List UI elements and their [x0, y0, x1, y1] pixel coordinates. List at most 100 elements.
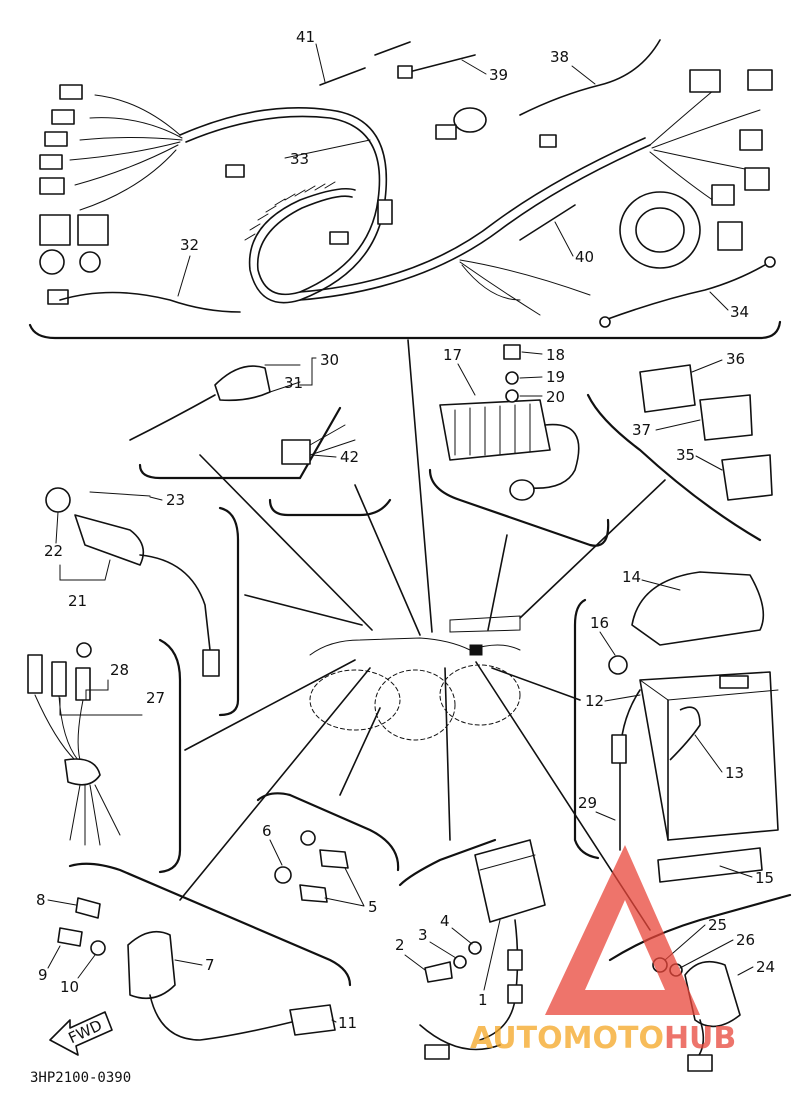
diagram-code: 3HP2100-0390: [30, 1070, 131, 1086]
callout-18: 18: [546, 346, 565, 364]
washer-19: [505, 371, 519, 385]
callout-31: 31: [284, 374, 303, 392]
breather-hose-29: [611, 734, 627, 764]
callout-21: 21: [68, 592, 87, 610]
connector-center: [225, 164, 245, 178]
callout-33: 33: [290, 150, 309, 168]
bulb-28: [76, 642, 92, 658]
callout-16: 16: [590, 614, 609, 632]
callout-42: 42: [340, 448, 359, 466]
screw-40: [519, 204, 576, 241]
cap-36: [639, 364, 696, 413]
damper-15: [657, 847, 763, 883]
callout-22: 22: [44, 542, 63, 560]
cap-22: [45, 487, 71, 513]
callout-11: 11: [338, 1014, 357, 1032]
callout-27: 27: [146, 689, 165, 707]
fuse-holder-31: [214, 365, 271, 402]
callout-32: 32: [180, 236, 199, 254]
cdi-unit-group: [398, 838, 546, 1060]
watermark-text-moto: MOTO: [563, 1021, 664, 1056]
top-section-frame: [28, 320, 782, 340]
battery-cable-13: [669, 706, 701, 761]
washer-6: [300, 830, 316, 846]
callout-4: 4: [440, 912, 450, 930]
washer-3: [453, 955, 467, 969]
callout-38: 38: [550, 48, 569, 66]
screw-39: [404, 54, 476, 74]
wire-23: [89, 491, 151, 497]
callout-3: 3: [418, 926, 428, 944]
bulb-socket-a: [27, 654, 43, 694]
wire-lead-38: [519, 39, 661, 116]
battery-cover-14: [631, 571, 765, 646]
callout-37: 37: [632, 421, 651, 439]
callout-28: 28: [110, 661, 129, 679]
terminal-caps-group: [586, 364, 773, 542]
callout-35: 35: [676, 446, 695, 464]
rectifier-regulator-group: [428, 344, 610, 547]
fwd-arrow-icon: [49, 1011, 113, 1056]
ignition-coil-group: [49, 862, 352, 1056]
cap-35: [721, 454, 773, 501]
callout-2: 2: [395, 936, 405, 954]
callout-23: 23: [166, 491, 185, 509]
watermark-text-auto: AUTO: [470, 1021, 563, 1056]
washer-20: [505, 389, 519, 403]
ignition-coil-7: [127, 930, 176, 1000]
bolt-8: [75, 897, 101, 919]
callout-29: 29: [578, 794, 597, 812]
callout-13: 13: [725, 764, 744, 782]
bolt-5b: [299, 884, 328, 903]
bolt-5a: [319, 849, 349, 869]
callout-39: 39: [489, 66, 508, 84]
watermark-text-hub: HUB: [664, 1021, 736, 1056]
svg-text:AUTOMOTOHUB: AUTOMOTOHUB: [470, 1021, 736, 1056]
relay-cylinder: [453, 107, 487, 133]
connector-42: [281, 439, 311, 465]
bulb-socket-group: [27, 638, 182, 874]
callout-14: 14: [622, 568, 641, 586]
main-harness-trunk: [179, 106, 388, 304]
bolt-18: [503, 344, 521, 360]
callout-8: 8: [36, 891, 46, 909]
grommet-16: [608, 655, 628, 675]
callout-41: 41: [296, 28, 315, 46]
watermark: AUTOMOTOHUB: [470, 845, 736, 1056]
washer-4: [468, 941, 482, 955]
wire-lead-32: [59, 291, 241, 313]
callout-25: 25: [708, 916, 727, 934]
mount-point-marker: [469, 644, 483, 656]
left-connector-cluster: [39, 84, 183, 305]
callout-7: 7: [205, 956, 215, 974]
bolts-5-6-group: [256, 792, 400, 903]
neutral-switch-group: [45, 487, 240, 717]
callout-24: 24: [756, 958, 775, 976]
ground-lead-34: [604, 261, 771, 321]
callout-26: 26: [736, 931, 755, 949]
cap-37: [699, 394, 753, 441]
callout-labels: 41 39 38 33 32 40 34 30 31 42 17 18 19 2…: [30, 28, 775, 1086]
battery-group: [573, 571, 779, 883]
callout-19: 19: [546, 368, 565, 386]
callout-9: 9: [38, 966, 48, 984]
terminal-plate: [719, 675, 749, 689]
callout-10: 10: [60, 978, 79, 996]
rectifier-regulator-17: [439, 399, 551, 461]
meter-connector-hub: [619, 69, 773, 269]
bolt-9: [57, 927, 83, 947]
washer-10: [90, 940, 106, 956]
wire-connectors-group: [129, 364, 392, 517]
callout-17: 17: [443, 346, 462, 364]
plug-cap-11: [289, 1004, 336, 1036]
callout-20: 20: [546, 388, 565, 406]
callout-36: 36: [726, 350, 745, 368]
callout-30: 30: [320, 351, 339, 369]
callout-40: 40: [575, 248, 594, 266]
watermark-triangle-icon: [545, 845, 700, 1015]
callout-12: 12: [585, 692, 604, 710]
starter-relay-24: [684, 960, 741, 1028]
callout-15: 15: [755, 869, 774, 887]
callout-1: 1: [478, 991, 488, 1009]
